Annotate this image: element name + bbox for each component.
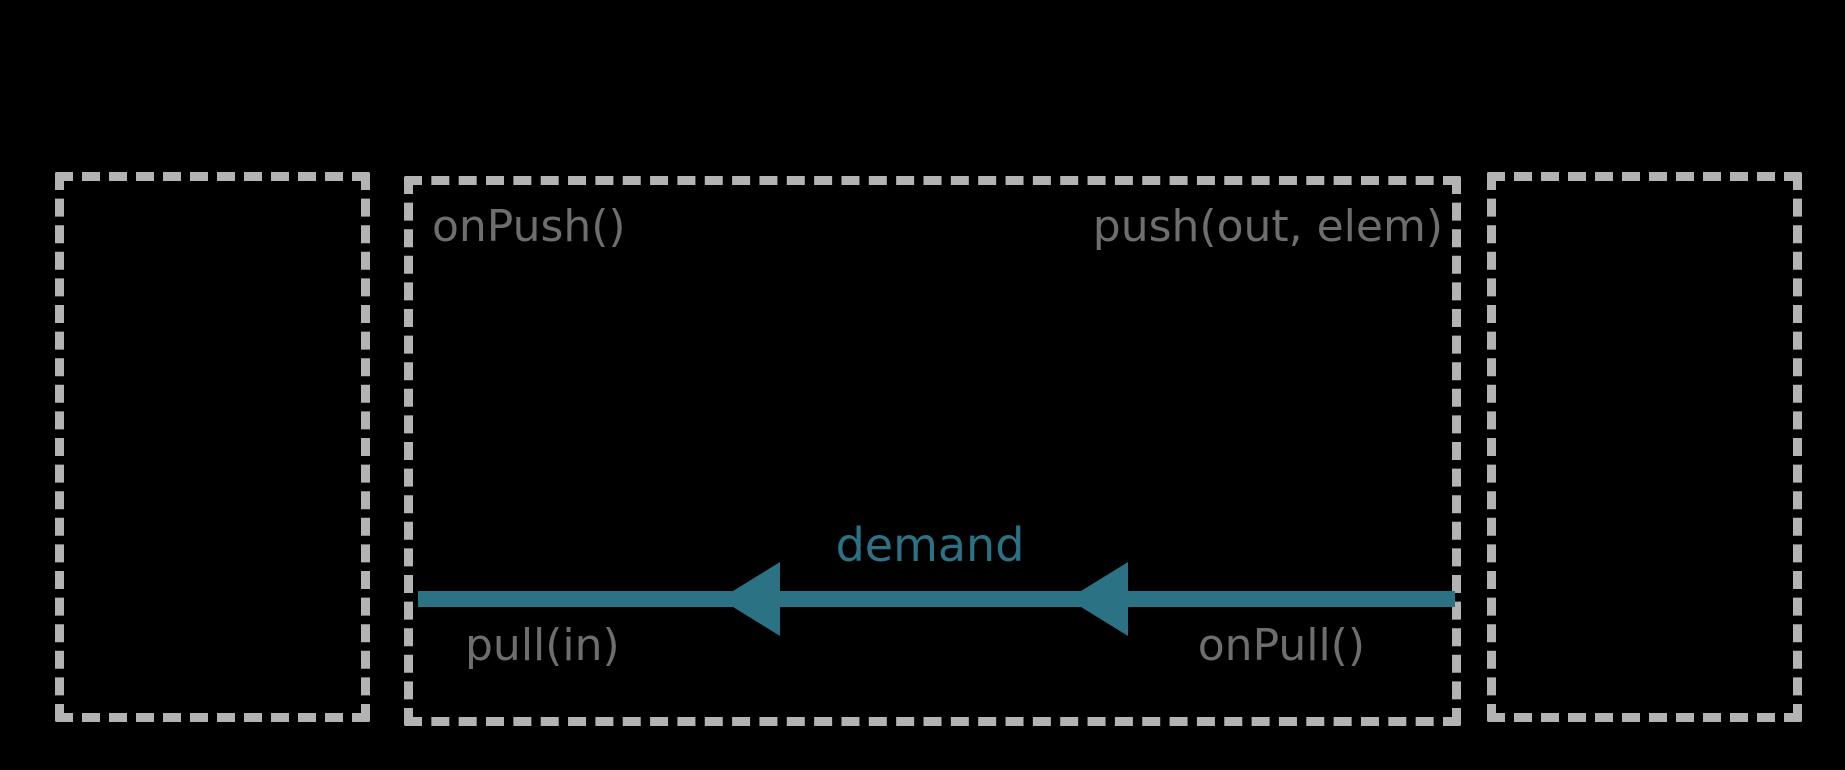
current-stage-box [404,176,1461,726]
upstream-stage-box [55,172,370,722]
on-push-label: onPush() [432,201,626,252]
pull-in-label: pull(in) [465,620,620,671]
push-out-elem-label: push(out, elem) [1092,201,1443,252]
demand-label: demand [835,518,1025,572]
on-pull-label: onPull() [1197,620,1365,671]
downstream-stage-box [1487,172,1802,722]
